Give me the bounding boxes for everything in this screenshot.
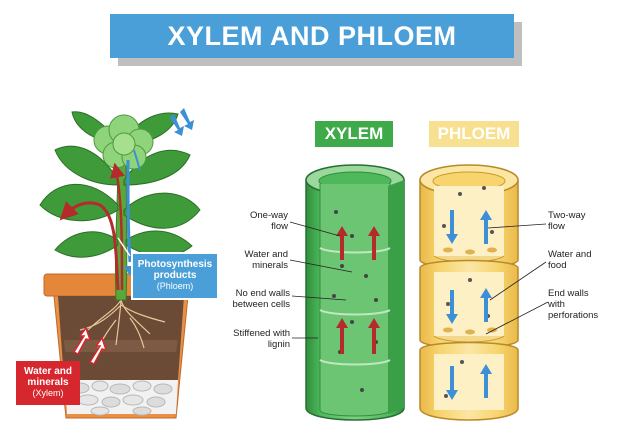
phloem-flow-arrow bbox=[126, 159, 132, 263]
phloem-label-water-food: Water and food bbox=[548, 249, 618, 271]
xylem-flow-arrow bbox=[59, 201, 120, 291]
box-line: (Phloem) bbox=[156, 281, 194, 291]
xylem-vessel-illustration bbox=[289, 164, 405, 421]
photosynthesis-products-box: Photosynthesis products (Phloem) bbox=[131, 252, 219, 300]
box-line: Photosynthesis bbox=[137, 259, 213, 270]
leaves bbox=[39, 111, 201, 258]
phloem-cell-bottom bbox=[419, 341, 519, 421]
label-line: lignin bbox=[267, 339, 290, 350]
phloem-cell-middle bbox=[419, 259, 519, 349]
box-line: Water and bbox=[24, 366, 72, 377]
phloem-sieve-tube-illustration bbox=[419, 164, 549, 421]
label-line: Water and bbox=[244, 249, 288, 260]
xylem-flow-arrow-2 bbox=[110, 162, 125, 291]
xylem-label-no-end-walls: No end walls between cells bbox=[212, 288, 290, 310]
label-line: Water and bbox=[548, 249, 592, 260]
label-line: food bbox=[548, 260, 567, 271]
phloem-cell-top bbox=[419, 164, 519, 269]
broccoli-head bbox=[93, 114, 154, 170]
xylem-label-one-way-flow: One-way flow bbox=[218, 210, 288, 232]
box-line: minerals bbox=[27, 377, 69, 388]
label-line: flow bbox=[271, 221, 288, 232]
phloem-pointer-lines bbox=[485, 223, 549, 335]
label-line: minerals bbox=[252, 260, 288, 271]
label-line: perforations bbox=[548, 310, 599, 321]
label-line: Two-way bbox=[548, 210, 586, 221]
box-line: products bbox=[153, 270, 197, 281]
pebble-layer bbox=[65, 380, 178, 416]
sieve-plates bbox=[443, 247, 497, 335]
xylem-pointer-lines bbox=[289, 221, 353, 339]
soil-layer bbox=[58, 296, 184, 380]
water-minerals-box: Water and minerals (Xylem) bbox=[16, 361, 80, 405]
phloem-label-end-walls: End walls with perforations bbox=[548, 288, 622, 321]
potted-plant-illustration bbox=[39, 108, 201, 419]
label-line: with bbox=[548, 299, 565, 310]
xylem-label-lignin: Stiffened with lignin bbox=[212, 328, 290, 350]
label-line: flow bbox=[548, 221, 565, 232]
label-line: End walls bbox=[548, 288, 589, 299]
page-title: XYLEM AND PHLOEM bbox=[110, 14, 514, 58]
title-banner: XYLEM AND PHLOEM bbox=[110, 14, 522, 66]
sunlight-arrows-icon bbox=[170, 108, 194, 136]
label-line: One-way bbox=[249, 210, 288, 221]
box-line: (Xylem) bbox=[32, 388, 64, 398]
phloem-tag: PHLOEM bbox=[429, 121, 519, 147]
label-line: Stiffened with bbox=[233, 328, 290, 339]
xylem-upward-arrows bbox=[336, 226, 380, 354]
xylem-label-water-minerals: Water and minerals bbox=[218, 249, 288, 271]
phloem-label-two-way-flow: Two-way flow bbox=[548, 210, 618, 232]
phloem-two-way-arrows bbox=[446, 210, 492, 400]
phloem-flow-arrow-2 bbox=[133, 149, 141, 171]
label-line: between cells bbox=[232, 299, 290, 310]
water-uptake-arrows-icon bbox=[72, 326, 108, 365]
label-line: No end walls bbox=[235, 288, 290, 299]
xylem-tag: XYLEM bbox=[315, 121, 393, 147]
